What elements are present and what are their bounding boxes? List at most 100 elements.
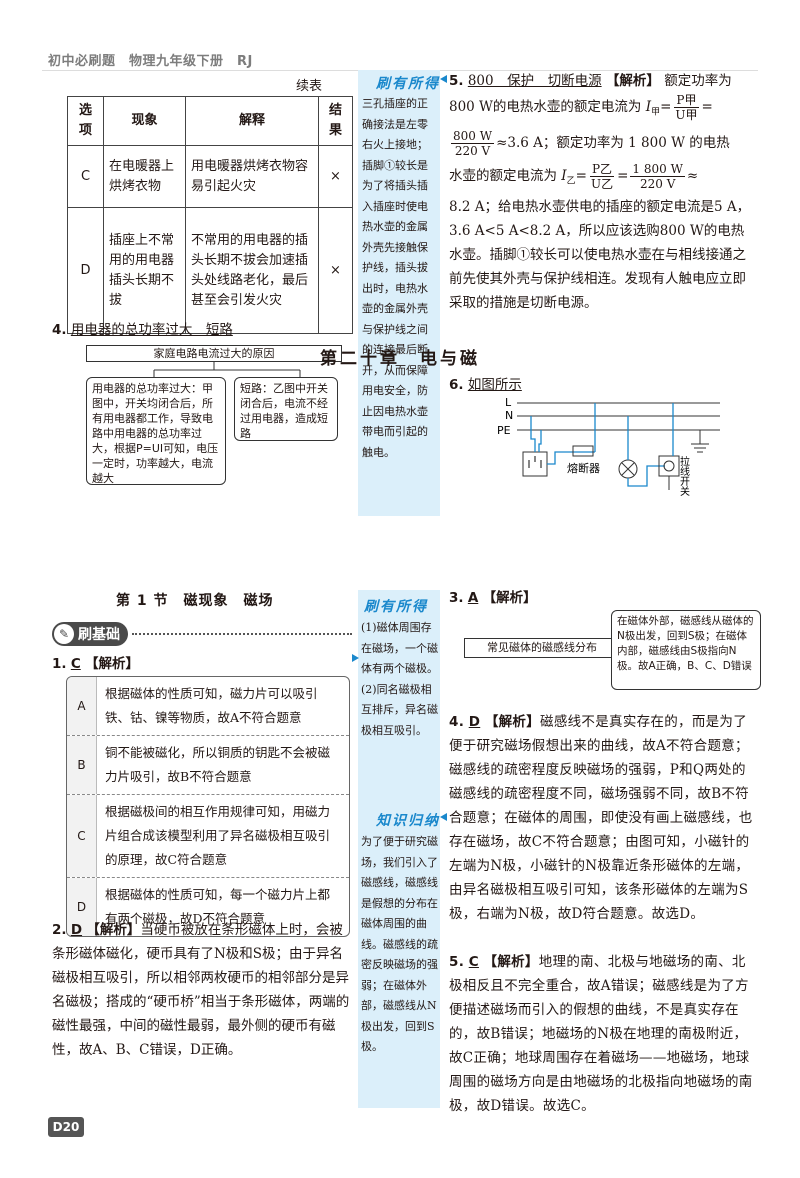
circuit-diagram: L N PE 熔断器 拉线开关 [497, 396, 720, 497]
option-text: 根据磁体的性质可知，磁力片可以吸引铁、钴、镍等物质，故A不符合题意 [105, 686, 318, 725]
practice-badge: ✎ 刷基础 [52, 622, 128, 646]
question-5-top: 5. 800 保护 切断电源 【解析】 额定功率为800 W的电热水壶的额定电流… [449, 69, 755, 315]
question-number: 3. [449, 590, 464, 606]
list-item: C 根据磁极间的相互作用规律可知，用磁力片组合成该模型利用了异名磁极相互吸引的原… [67, 795, 349, 878]
socket-icon [522, 451, 548, 477]
option-text: 根据磁体的性质可知，每一个磁力片上都有两个磁极，故D不符合题意 [105, 887, 331, 926]
question-6-top: 6. 如图所示 [449, 373, 522, 393]
table-header-cell: 现象 [103, 96, 186, 146]
table-cell: C [67, 145, 104, 208]
option-text: 铜不能被磁化，所以铜质的钥匙不会被磁力片吸引，故B不符合题意 [105, 745, 331, 784]
side-note-text: (1)磁体周围存在磁场，一个磁体有两个磁极。(2)同名磁极相互排斥，异名磁极相互… [361, 621, 438, 737]
fuse-icon [572, 445, 594, 457]
option-label: B [67, 736, 97, 794]
table-header-cell: 选项 [67, 96, 104, 146]
table-header-cell: 解释 [185, 96, 319, 146]
table-cell: 插座上不常用的用电器插头长期不拔 [103, 207, 186, 334]
dotted-rule [132, 633, 352, 635]
analysis-label: 【解析】 [86, 922, 141, 938]
page-number: D20 [48, 1117, 84, 1137]
diagram-connector [153, 362, 301, 378]
question-1: 1. C 【解析】 [52, 652, 139, 672]
table-row: C 在电暖器上烘烤衣物 用电暖器烘烤衣物容易引起火灾 × [67, 145, 353, 208]
magnetic-lines-box: 常见磁体的磁感线分布 [464, 638, 620, 658]
question-4-top: 4. 用电器的总功率过大 短路 [52, 318, 233, 338]
pull-switch-icon [658, 455, 680, 490]
running-header: 初中必刷题 物理九年级下册 RJ [48, 54, 253, 69]
side-note-title: 知识归纳 [376, 813, 440, 829]
fraction-denominator: 220 V [454, 143, 491, 158]
table-cell: D [67, 207, 104, 334]
question-number: 5. [449, 954, 465, 970]
option-table: 选项 现象 解释 结果 C 在电暖器上烘烤衣物 用电暖器烘烤衣物容易引起火灾 ×… [67, 96, 353, 334]
table-header-cell: 结果 [318, 96, 353, 146]
table-cell: 不常用的用电器的插头长期不拔会加速插头处线路老化，最后甚至会引发火灾 [185, 207, 319, 334]
switch-label: 拉线开关 [678, 455, 690, 497]
analysis-label: 【解析】 [483, 954, 539, 970]
table-row: D 插座上不常用的用电器插头长期不拔 不常用的用电器的插头长期不拔会加速插头处线… [67, 207, 353, 334]
section-title: 第 1 节 磁现象 磁场 [116, 593, 274, 609]
question-number: 4. [52, 322, 67, 338]
question-answer: 如图所示 [467, 377, 522, 393]
question-answer: D [70, 922, 83, 938]
option-label: A [67, 677, 97, 735]
question-number: 6. [449, 377, 464, 393]
fraction-numerator: 800 W [451, 128, 495, 144]
table-cell: × [318, 207, 353, 334]
question-2: 2. D 【解析】当硬币被放在条形磁体上时，会被条形磁体磁化，硬币具有了N极和S… [52, 918, 352, 1062]
wire-label-l: L [505, 396, 512, 409]
question-answer: C [70, 656, 81, 672]
question-5: 5. C 【解析】地理的南、北极与地磁场的南、北极相反且不完全重合，故A错误；磁… [449, 950, 759, 1118]
option-label: C [67, 795, 97, 877]
practice-badge-label: 刷基础 [78, 627, 120, 643]
option-label: D [67, 878, 97, 936]
diagram-title-box: 家庭电路电流过大的原因 [86, 345, 342, 362]
question-3: 3. A 【解析】 [449, 586, 537, 606]
side-note-text: 为了便于研究磁场，我们引入了磁感线，磁感线是假想的分布在磁体周围的曲线。磁感线的… [361, 835, 438, 1053]
question-answer: 用电器的总功率过大 短路 [70, 322, 233, 338]
question-answer: A [467, 590, 479, 606]
pointer-arrow-icon [352, 654, 359, 662]
pointer-arrow-icon [440, 813, 447, 821]
fraction-numerator: P乙 [589, 161, 615, 177]
reason-box-overpower: 用电器的总功率过大：甲图中，开关均闭合后，所有用电器都工作，导致电路中用电器的总… [86, 377, 226, 485]
chapter-title: 第二十章 电与磁 [320, 349, 480, 369]
question-4: 4. D 【解析】磁感线不是真实存在的，而是为了便于研究磁场假想出来的曲线，故A… [449, 710, 759, 926]
analysis-text: 水壶的额定电流为 [449, 167, 557, 184]
pointer-arrow-icon [440, 75, 447, 83]
question-number: 5. [449, 73, 464, 89]
analysis-label: 【解析】 [605, 73, 660, 89]
analysis-text: 8.2 A；给电热水壶供电的插座的额定电流是5 A，3.6 A<5 A<8.2 … [449, 199, 751, 312]
fraction-denominator: U甲 [675, 108, 698, 122]
question-number: 1. [52, 656, 67, 672]
question-number: 4. [449, 714, 465, 730]
analysis-text: 当硬币被放在条形磁体上时，会被条形磁体磁化，硬币具有了N极和S极；由于异名磁极相… [52, 922, 350, 1058]
question-answer: C [468, 954, 479, 970]
lamp-icon [618, 459, 638, 479]
table-cell: 用电暖器烘烤衣物容易引起火灾 [185, 145, 319, 208]
side-note-title: 刷有所得 [364, 599, 428, 615]
side-note-2: 刷有所得 (1)磁体周围存在磁场，一个磁体有两个磁极。(2)同名磁极相互排斥，异… [358, 590, 440, 1108]
table-cell: 在电暖器上烘烤衣物 [103, 145, 186, 208]
list-item: A 根据磁体的性质可知，磁力片可以吸引铁、钴、镍等物质，故A不符合题意 [67, 677, 349, 736]
analysis-text: 额定功率为800 W的电热水壶的额定电流为 [449, 73, 732, 115]
side-note-title: 刷有所得 [376, 76, 440, 92]
side-note-text: 三孔插座的正确接法是左零右火上接地；插脚①较长是为了将插头插入插座时使电热水壶的… [362, 97, 428, 459]
table-header-row: 选项 现象 解释 结果 [67, 96, 353, 146]
reason-box-short-circuit: 短路：乙图中开关闭合后，电流不经过用电器，造成短路 [234, 377, 338, 441]
analysis-text: 地理的南、北极与地磁场的南、北极相反且不完全重合，故A错误；磁感线是为了方便描述… [449, 954, 753, 1114]
fraction-denominator: U乙 [590, 176, 614, 191]
analysis-label: 【解析】 [482, 590, 537, 606]
current-symbol: I [645, 99, 652, 115]
current-symbol: I [561, 167, 567, 184]
list-item: D 根据磁体的性质可知，每一个磁力片上都有两个磁极，故D不符合题意 [67, 878, 349, 936]
current-subscript: 甲 [651, 107, 661, 118]
current-subscript: 乙 [566, 176, 576, 187]
fraction-denominator: 220 V [639, 176, 676, 191]
table-continued-label: 续表 [296, 79, 323, 94]
analysis-text: 磁感线不是真实存在的，而是为了便于研究磁场假想出来的曲线，故A不符合题意；磁感线… [449, 714, 753, 922]
side-note-1: 刷有所得 三孔插座的正确接法是左零右火上接地；插脚①较长是为了将插头插入插座时使… [358, 70, 440, 516]
